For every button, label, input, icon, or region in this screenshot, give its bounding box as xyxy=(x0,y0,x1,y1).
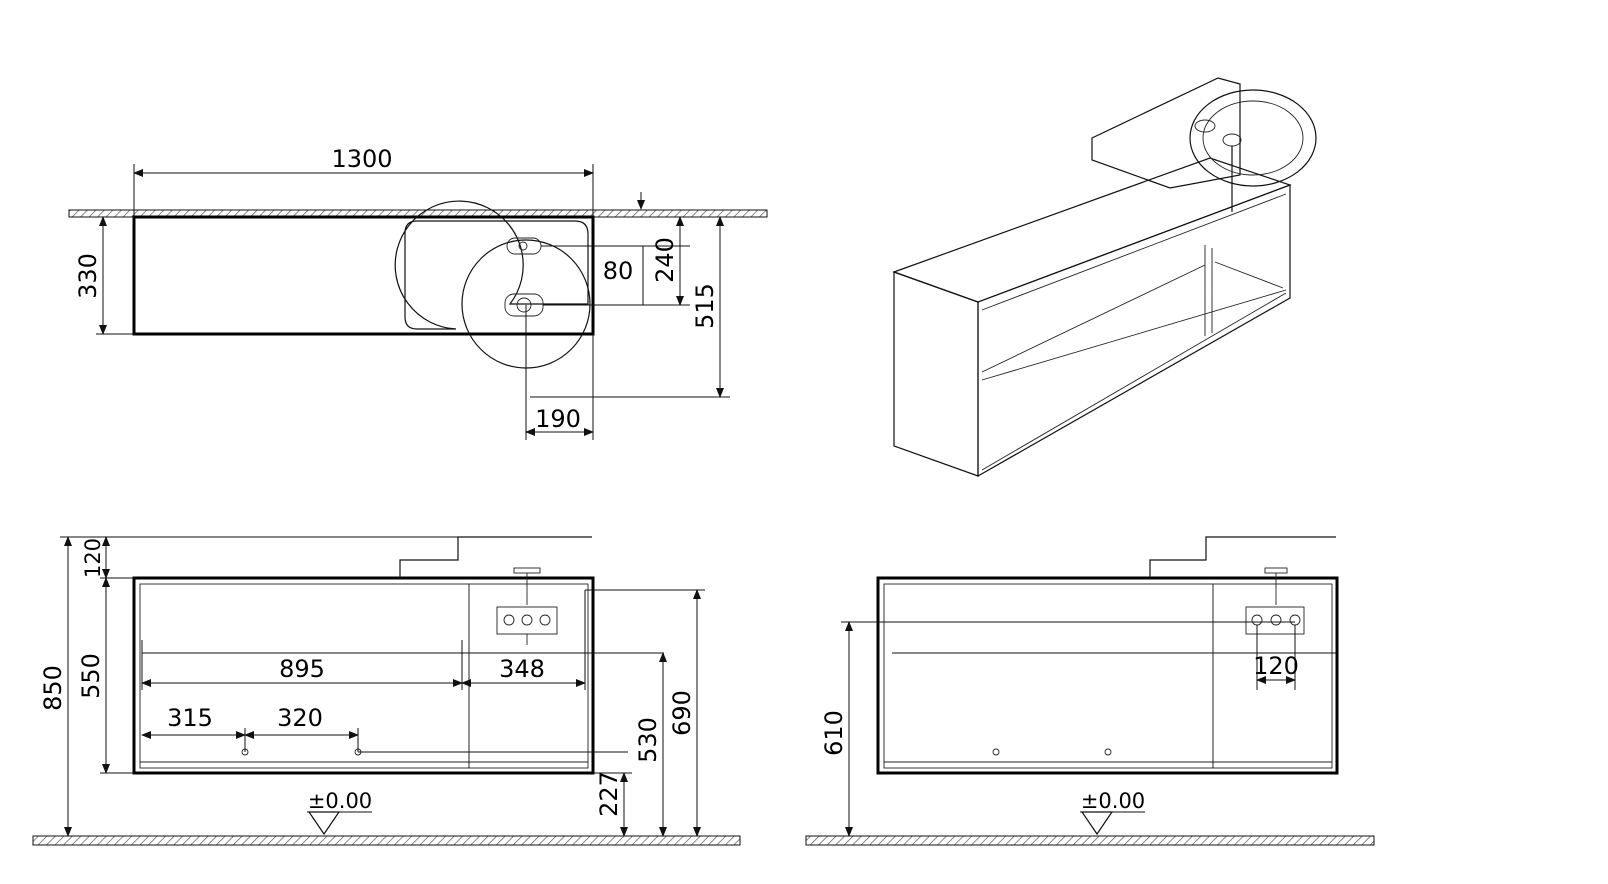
isometric-view xyxy=(892,77,1317,478)
shelf-side xyxy=(1212,583,1333,769)
front-view: 850 120 550 895 348 315 320 530 690 xyxy=(32,536,741,846)
cabinet-outline-side xyxy=(876,576,1339,775)
label-530: 530 xyxy=(634,717,662,763)
floor-section-side xyxy=(805,835,1375,846)
label-330: 330 xyxy=(74,253,102,299)
iso-side-face xyxy=(893,271,979,477)
label-895: 895 xyxy=(279,655,325,683)
label-1300: 1300 xyxy=(331,145,392,173)
label-850: 850 xyxy=(39,665,67,711)
label-120: 120 xyxy=(81,538,105,578)
label-227: 227 xyxy=(595,771,623,817)
label-120-side: 120 xyxy=(1253,652,1299,680)
label-315: 315 xyxy=(167,704,213,732)
basin-profile-front xyxy=(399,536,592,578)
iso-countertop-basin xyxy=(1091,77,1241,189)
iso-top-face xyxy=(892,157,1292,303)
wall-fixture-side xyxy=(1245,606,1305,635)
drain-top xyxy=(504,293,544,317)
iso-front-face xyxy=(977,184,1291,478)
level-marker-front xyxy=(307,811,341,836)
unit-outline-top xyxy=(132,215,595,336)
drawer-side xyxy=(883,583,1214,769)
floor-section-front xyxy=(32,835,741,846)
basin-profile-side xyxy=(1149,536,1336,578)
floor-level-side: ±0.00 xyxy=(1081,789,1145,813)
top-view: 1300 330 80 240 515 190 xyxy=(68,145,768,440)
label-240: 240 xyxy=(651,237,679,283)
basin-countertop-outline xyxy=(394,200,589,330)
label-550: 550 xyxy=(77,653,105,699)
floor-level-front: ±0.00 xyxy=(308,789,372,813)
cabinet-outline-front xyxy=(132,576,595,775)
open-shelf-front xyxy=(468,583,589,769)
label-348: 348 xyxy=(499,655,545,683)
iso-round-basin xyxy=(1189,89,1317,187)
label-190: 190 xyxy=(535,405,581,433)
iso-tap-hole xyxy=(1194,119,1216,133)
label-320: 320 xyxy=(277,704,323,732)
label-80: 80 xyxy=(603,257,634,285)
side-view: 610 120 ±0.00 xyxy=(805,536,1375,846)
level-marker-side xyxy=(1080,811,1114,836)
wall-fixture-front xyxy=(496,606,558,635)
iso-drain xyxy=(1222,133,1242,147)
label-515: 515 xyxy=(691,283,719,329)
label-690: 690 xyxy=(668,690,696,736)
label-610: 610 xyxy=(820,710,848,756)
